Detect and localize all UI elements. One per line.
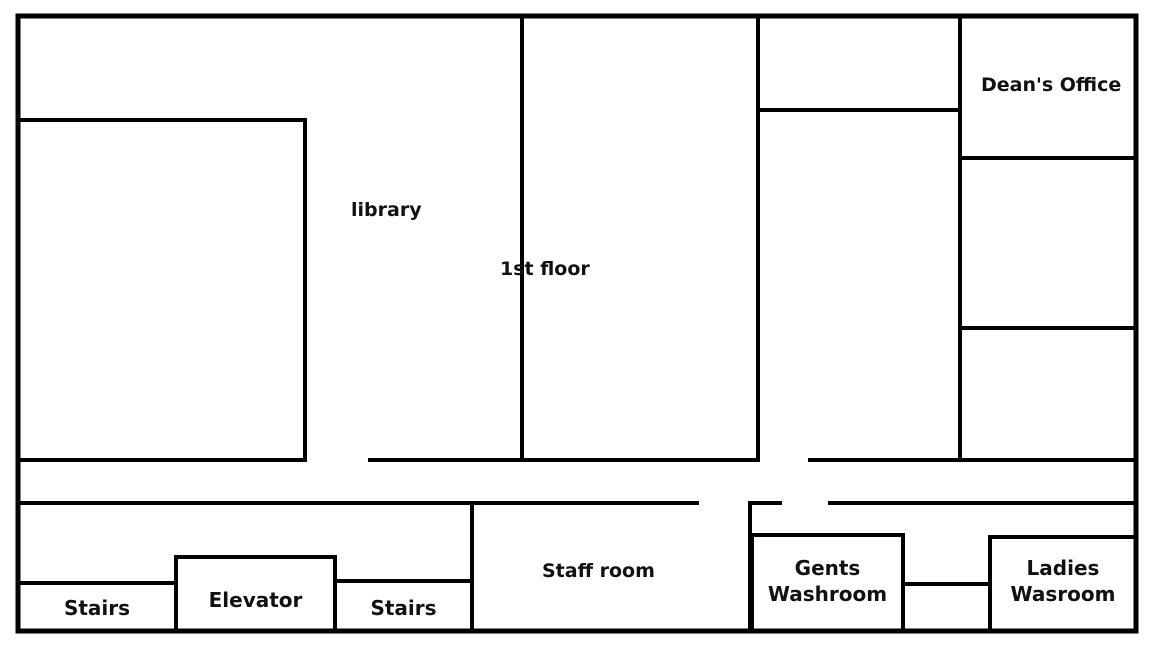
ladies-washroom-label: Ladies Wasroom [990, 555, 1136, 607]
deans-office-label: Dean's Office [981, 74, 1122, 96]
gents-label-line1: Gents [794, 556, 861, 580]
ladies-label-line2: Wasroom [1010, 582, 1116, 606]
staff-room-label: Staff room [542, 560, 655, 582]
elevator-wall [174, 555, 337, 633]
gents-label-line2: Washroom [767, 582, 888, 606]
outer-wall [15, 13, 1139, 634]
stairs-right-label: Stairs [370, 596, 437, 620]
library-label: library [351, 199, 422, 221]
gents-washroom-label: Gents Washroom [752, 555, 903, 607]
ladies-label-line1: Ladies [1026, 556, 1100, 580]
stairs-left-label: Stairs [63, 596, 131, 620]
left-room-wall [16, 118, 307, 462]
elevator-label: Elevator [208, 588, 303, 612]
ladies-washroom-wall [988, 535, 1138, 633]
floor-label: 1st floor [500, 258, 590, 280]
